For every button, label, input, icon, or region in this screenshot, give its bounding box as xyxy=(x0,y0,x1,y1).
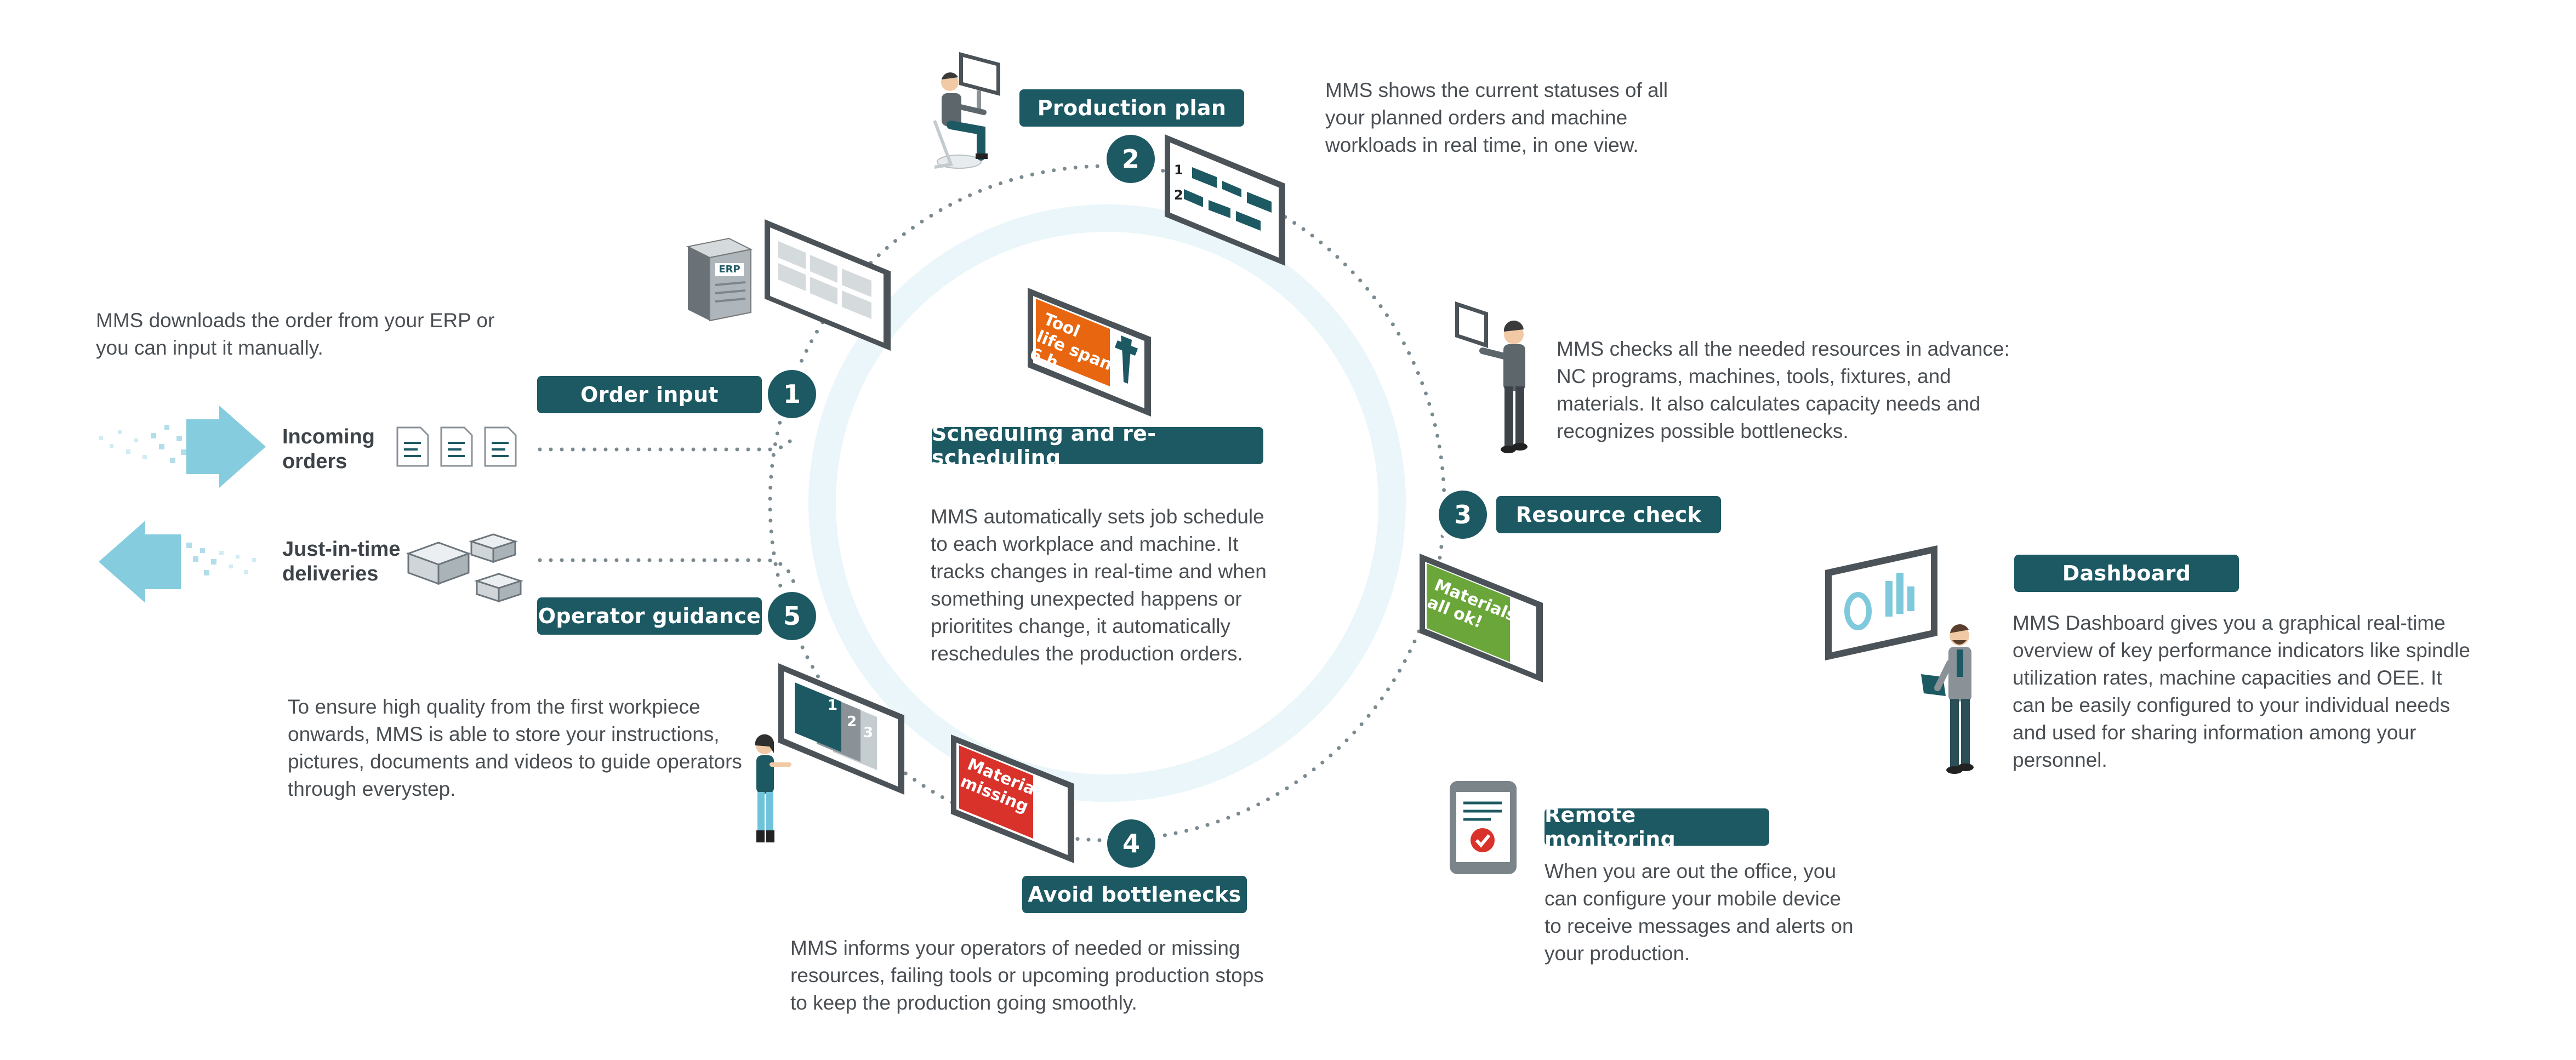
plan-row-2: 2 xyxy=(1174,187,1183,203)
guidance-screen-icon xyxy=(778,663,904,795)
step-5-number: 5 xyxy=(768,592,816,640)
order-input-badge: Order input xyxy=(537,376,762,413)
material-blocks-icon xyxy=(406,533,523,603)
dashboard-person-icon xyxy=(1921,624,1974,774)
materials-screen-icon xyxy=(1420,554,1543,682)
resource-check-description: MMS checks all the needed resources in a… xyxy=(1557,338,2010,442)
dashboard-screen-icon xyxy=(1825,545,1937,660)
mobile-phone-icon xyxy=(1450,781,1517,874)
remote-monitoring-badge: Remote monitoring xyxy=(1545,803,1769,851)
operator-person-icon xyxy=(755,734,791,842)
step-4-number: 4 xyxy=(1107,819,1155,868)
scheduling-badge: Scheduling and re-scheduling xyxy=(932,421,1263,470)
order-documents-icon xyxy=(396,426,517,467)
deliveries-connector xyxy=(538,558,797,589)
guidance-page-1: 1 xyxy=(828,697,837,714)
incoming-orders-label: Incoming orders xyxy=(282,425,375,473)
resource-check-badge: Resource check xyxy=(1496,496,1721,533)
avoid-bottlenecks-description: MMS informs your operators of needed or … xyxy=(790,937,1264,1014)
planner-person-icon xyxy=(933,52,1000,169)
inner-halo xyxy=(836,232,1378,774)
production-plan-description: MMS shows the current statuses of all yo… xyxy=(1325,79,1668,156)
step-2-number: 2 xyxy=(1107,135,1155,183)
dashboard-badge: Dashboard xyxy=(2014,555,2239,592)
tool-life-screen-icon xyxy=(1028,288,1151,417)
erp-screen-icon xyxy=(765,219,891,351)
deliveries-arrow-icon xyxy=(99,521,256,603)
step-1-number: 1 xyxy=(768,370,816,418)
guidance-page-3: 3 xyxy=(863,725,873,741)
plan-row-1: 1 xyxy=(1174,162,1183,178)
avoid-bottlenecks-badge: Avoid bottlenecks xyxy=(1022,876,1247,913)
operator-guidance-description: To ensure high quality from the first wo… xyxy=(288,696,742,800)
guidance-page-2: 2 xyxy=(847,714,857,730)
scheduling-description: MMS automatically sets job schedule to e… xyxy=(931,505,1267,665)
order-input-description: MMS downloads the order from your ERP or… xyxy=(96,309,495,359)
incoming-connector xyxy=(538,431,797,452)
erp-label: ERP xyxy=(719,264,740,275)
incoming-arrow-icon xyxy=(99,406,266,488)
dashboard-description: MMS Dashboard gives you a graphical real… xyxy=(2013,612,2470,771)
remote-monitoring-description: When you are out the office, you can con… xyxy=(1545,860,1854,965)
missing-screen-icon xyxy=(951,734,1074,863)
operator-guidance-badge: Operator guidance xyxy=(537,597,762,635)
production-plan-badge: Production plan xyxy=(1019,89,1244,127)
deliveries-label: Just-in-time deliveries xyxy=(282,538,401,585)
resource-check-person-icon xyxy=(1455,301,1528,453)
erp-server-icon xyxy=(686,237,753,322)
step-3-number: 3 xyxy=(1439,491,1487,539)
plan-screen-icon xyxy=(1165,134,1285,266)
